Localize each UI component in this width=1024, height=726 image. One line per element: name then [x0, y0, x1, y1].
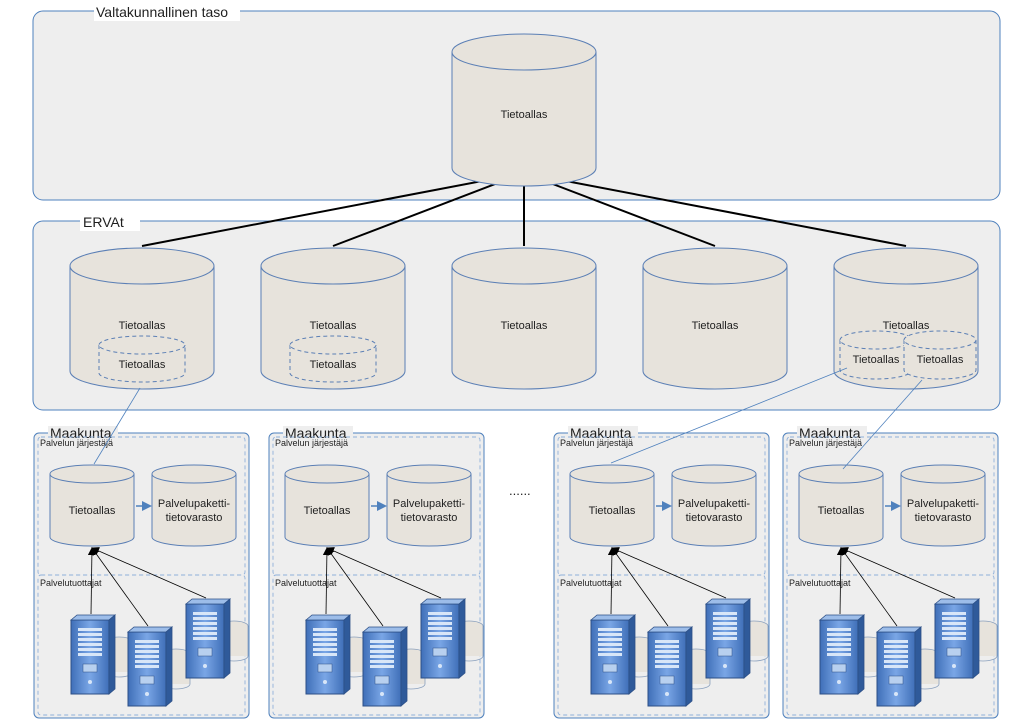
feed-arrow [607, 547, 616, 615]
server-icon [69, 614, 134, 695]
service-package-store-label: Palvelupaketti- [158, 498, 230, 510]
region-to-erva-connector [93, 387, 141, 465]
sub-data-lake: Tietoallas [839, 330, 913, 380]
region-data-lake: Tietoallas [49, 464, 135, 547]
producers-label: Palvelutuottajat [40, 578, 102, 588]
feed-arrow [611, 547, 669, 627]
erva-data-lake-label: Tietoallas [119, 320, 166, 332]
server-icon [875, 626, 940, 707]
server-icon [419, 598, 484, 679]
national-data-lake-label: Tietoallas [501, 109, 548, 121]
service-package-store-label: Palvelupaketti- [678, 498, 750, 510]
erva-data-lake-label: Tietoallas [310, 320, 357, 332]
producers-label: Palvelutuottajat [560, 578, 622, 588]
region-data-lake-label: Tietoallas [589, 505, 636, 517]
erva-lakes: TietoallasTietoallasTietoallasTietoallas… [69, 247, 979, 390]
service-package-store-label: Palvelupaketti- [393, 498, 465, 510]
region-data-lake: Tietoallas [284, 464, 370, 547]
erva-data-lake-label: Tietoallas [692, 320, 739, 332]
region-data-lake: Tietoallas [798, 464, 884, 547]
organizer-label: Palvelun järjestäjä [275, 438, 348, 448]
region-data-lake-label: Tietoallas [69, 505, 116, 517]
feed-arrow [836, 547, 845, 615]
national-data-lake: Tietoallas [451, 33, 597, 187]
feed-arrow [87, 547, 96, 615]
producers-label: Palvelutuottajat [789, 578, 851, 588]
region-to-erva-connector [610, 367, 848, 464]
region-to-erva-connector [842, 379, 923, 470]
sub-data-lake-label: Tietoallas [310, 359, 357, 371]
service-package-store: Palvelupaketti-tietovarasto [151, 464, 237, 547]
region-data-lake-label: Tietoallas [818, 505, 865, 517]
feed-arrow [611, 547, 727, 599]
arrows-layer [141, 169, 907, 247]
service-package-store: Palvelupaketti-tietovarasto [386, 464, 472, 547]
upload-arrow [523, 171, 716, 247]
feed-arrow [326, 547, 384, 627]
organizer-label: Palvelun järjestäjä [560, 438, 633, 448]
sub-data-lake: Tietoallas [98, 335, 186, 383]
sub-data-lake-label: Tietoallas [917, 354, 964, 366]
feed-arrow [840, 547, 898, 627]
service-package-store-label: tietovarasto [686, 512, 743, 524]
organizer-label: Palvelun järjestäjä [40, 438, 113, 448]
service-package-store-label: tietovarasto [166, 512, 223, 524]
feed-arrow [840, 547, 956, 599]
erva-data-lake-label: Tietoallas [501, 320, 548, 332]
server-icon [704, 598, 769, 679]
erva-data-lake: Tietoallas [642, 247, 788, 390]
producers-label: Palvelutuottajat [275, 578, 337, 588]
upload-arrow [332, 171, 525, 247]
upload-arrow [141, 169, 525, 247]
erva-data-lake: Tietoallas [451, 247, 597, 390]
server-icon [184, 598, 249, 679]
region-data-lake: Tietoallas [569, 464, 655, 547]
feed-arrow [322, 547, 331, 615]
server-icon [126, 626, 191, 707]
erva-level-label: ERVAt [83, 214, 124, 230]
upload-arrow [523, 169, 907, 247]
service-package-store-label: tietovarasto [401, 512, 458, 524]
feed-arrow [326, 547, 442, 599]
sub-data-lake-label: Tietoallas [853, 354, 900, 366]
service-package-store: Palvelupaketti-tietovarasto [671, 464, 757, 547]
service-package-store-label: tietovarasto [915, 512, 972, 524]
erva-data-lake-label: Tietoallas [883, 320, 930, 332]
ellipsis: ...... [509, 483, 531, 498]
server-icon [361, 626, 426, 707]
sub-data-lake-label: Tietoallas [119, 359, 166, 371]
lakes-layer: TietoallasTietoallasTietoallasTietoallas… [69, 33, 979, 390]
feed-arrow [91, 547, 149, 627]
sub-data-lake: Tietoallas [903, 330, 977, 380]
feed-arrow [91, 547, 207, 599]
sub-data-lake: Tietoallas [289, 335, 377, 383]
server-icon [933, 598, 998, 679]
region-data-lake-label: Tietoallas [304, 505, 351, 517]
service-package-store-label: Palvelupaketti- [907, 498, 979, 510]
service-package-store: Palvelupaketti-tietovarasto [900, 464, 986, 547]
server-icon [304, 614, 369, 695]
organizer-label: Palvelun järjestäjä [789, 438, 862, 448]
national-level-label: Valtakunnallinen taso [96, 4, 228, 20]
